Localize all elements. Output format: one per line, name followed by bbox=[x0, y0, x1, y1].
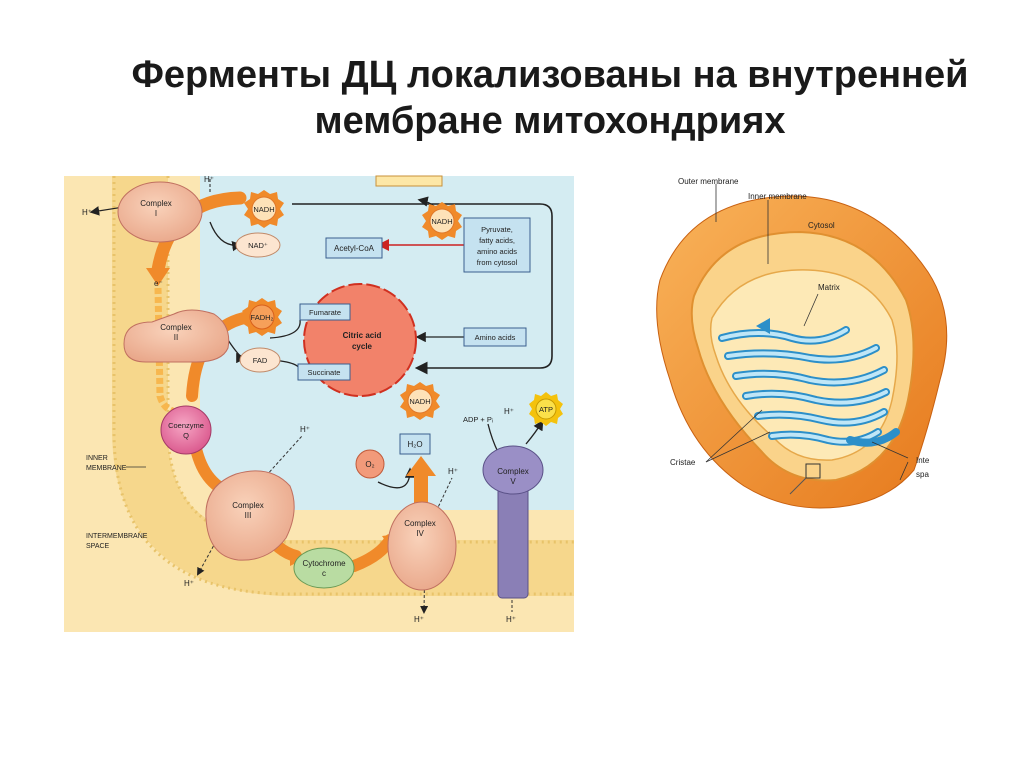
pyruvate-line-4: from cytosol bbox=[477, 258, 518, 267]
complex-1-label: Complex bbox=[140, 199, 172, 208]
svg-text:Q: Q bbox=[183, 431, 189, 440]
coenzyme-q bbox=[160, 405, 212, 455]
cristae bbox=[718, 318, 900, 447]
acetyl-coa-label: Acetyl-CoA bbox=[334, 244, 375, 253]
detail-box bbox=[805, 463, 821, 479]
complex-3-label: Complex bbox=[232, 501, 264, 510]
coenzyme-q-label: Coenzyme bbox=[168, 421, 204, 430]
nadh-starburst-3: NADH bbox=[400, 382, 440, 420]
nad-plus bbox=[235, 232, 281, 258]
succinate-label: Succinate bbox=[308, 368, 341, 377]
inner-membrane-label: Inner membrane bbox=[748, 192, 807, 201]
amino-acids-label: Amino acids bbox=[475, 333, 516, 342]
pyruvate-line-3: amino acids bbox=[477, 247, 517, 256]
outer-membrane-label: Outer membrane bbox=[678, 177, 739, 186]
inner-membrane-label-2: MEMBRANE bbox=[86, 465, 127, 472]
cristae-label: Cristae bbox=[670, 458, 696, 467]
atp-starburst: ATP bbox=[529, 392, 563, 426]
inner-membrane-label-1: INNER bbox=[86, 455, 108, 462]
fad bbox=[239, 347, 281, 373]
svg-text:NADH: NADH bbox=[409, 397, 430, 406]
title-line-1: Ферменты ДЦ локализованы на внутренней bbox=[131, 54, 969, 96]
svg-text:I: I bbox=[155, 209, 157, 218]
amino-acids-box bbox=[463, 327, 527, 347]
svg-text:cycle: cycle bbox=[352, 342, 373, 351]
complex-2 bbox=[123, 309, 230, 363]
svg-text:FADH₂: FADH₂ bbox=[251, 313, 274, 322]
complex-3 bbox=[205, 470, 295, 561]
adp-pi-label: ADP + Pᵢ bbox=[463, 415, 493, 424]
fadh2-starburst: FADH₂ bbox=[242, 298, 282, 336]
complex-1 bbox=[117, 181, 203, 243]
cytosol-label: Cytosol bbox=[808, 221, 835, 230]
h2o-box bbox=[399, 433, 431, 455]
h-plus-6: H⁺ bbox=[414, 615, 424, 624]
complex-2-label: Complex bbox=[160, 323, 192, 332]
nad-plus-label: NAD⁺ bbox=[248, 241, 268, 250]
intermembrane-cut-1: Inte bbox=[916, 456, 930, 465]
h-plus-8: H⁺ bbox=[504, 407, 514, 416]
fumarate-label: Fumarate bbox=[309, 308, 341, 317]
title-line-2: мембране митохондриях bbox=[314, 100, 786, 142]
h2o-label: H₂O bbox=[407, 440, 422, 449]
svg-text:c: c bbox=[322, 569, 326, 578]
svg-text:NADH: NADH bbox=[253, 205, 274, 214]
fumarate-box bbox=[299, 303, 351, 321]
cytochrome-c-label: Cytochrome bbox=[302, 559, 346, 568]
intermembrane-label-2: SPACE bbox=[86, 543, 110, 550]
pyruvate-line-2: fatty acids, bbox=[479, 236, 515, 245]
complex-5 bbox=[482, 445, 544, 495]
o2-label: O₂ bbox=[365, 460, 374, 469]
citric-acid-cycle-label: Citric acid bbox=[343, 331, 382, 340]
complex-4 bbox=[387, 501, 457, 591]
intermembrane-label-1: INTERMEMBRANE bbox=[86, 533, 148, 540]
slide-title: Ферменты ДЦ локализованы на внутренней м… bbox=[100, 52, 1000, 144]
pyruvate-box bbox=[463, 217, 531, 273]
acetyl-coa-box bbox=[325, 237, 383, 259]
o2-molecule bbox=[355, 449, 385, 479]
cytochrome-c bbox=[293, 547, 355, 589]
h-plus-1: H⁺ bbox=[82, 208, 92, 217]
complex-5-label: Complex bbox=[497, 467, 529, 476]
h-plus-3: H⁺ bbox=[300, 425, 310, 434]
h-plus-2: H⁺ bbox=[204, 175, 214, 184]
matrix-label: Matrix bbox=[818, 283, 840, 292]
pyruvate-line-1: Pyruvate, bbox=[481, 225, 513, 234]
svg-text:IV: IV bbox=[416, 529, 424, 538]
svg-text:ATP: ATP bbox=[539, 405, 553, 414]
h-plus-4: H⁺ bbox=[184, 579, 194, 588]
svg-text:V: V bbox=[510, 477, 516, 486]
intermembrane-cut-2: spa bbox=[916, 470, 929, 479]
electron-label: e⁻ bbox=[154, 279, 163, 288]
succinate-box bbox=[297, 363, 351, 381]
etc-diagram: Complex I Complex II Coenzyme Q Complex … bbox=[64, 175, 574, 632]
svg-text:NADH: NADH bbox=[431, 217, 452, 226]
inner-membrane-band bbox=[112, 176, 574, 596]
fad-label: FAD bbox=[253, 356, 268, 365]
nadh-starburst-1: NADH bbox=[244, 190, 284, 228]
svg-text:II: II bbox=[174, 333, 178, 342]
complex-5-stalk bbox=[497, 485, 529, 599]
mitochondrion-diagram: Outer membrane Inner membrane Cytosol Ma… bbox=[656, 177, 948, 509]
h-plus-7: H⁺ bbox=[506, 615, 516, 624]
nadh-starburst-2: NADH bbox=[422, 202, 462, 240]
svg-text:III: III bbox=[245, 511, 252, 520]
h-plus-5: H⁺ bbox=[448, 467, 458, 476]
complex-4-label: Complex bbox=[404, 519, 436, 528]
